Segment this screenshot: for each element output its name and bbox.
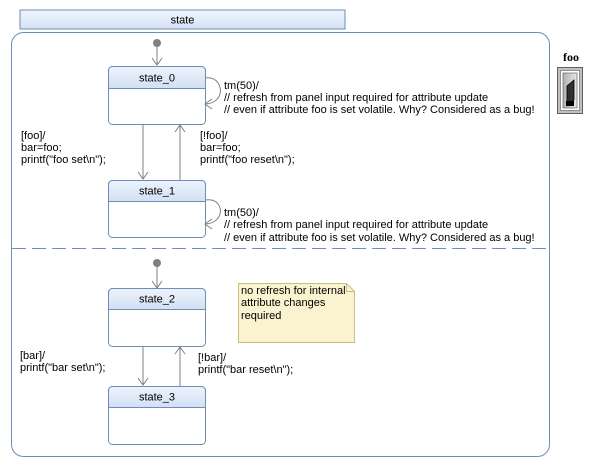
state-state_2[interactable]: state_2 (108, 288, 206, 347)
transition-s1-self[interactable] (204, 199, 221, 225)
state_3-label: state_3 (139, 392, 175, 404)
foo-switch[interactable] (557, 67, 583, 114)
state_1-label: state_1 (139, 186, 175, 198)
statechart-title: state (171, 15, 195, 27)
foo-switch-label: foo (563, 50, 579, 64)
state_0-label: state_0 (139, 73, 175, 85)
transition-s0-self[interactable] (204, 77, 221, 105)
s0-to-s1-guard: [foo]/ (21, 130, 46, 142)
state-state_0[interactable]: state_0 (108, 66, 206, 125)
s3-to-s2-action: printf("bar reset\n"); (198, 364, 293, 376)
s0-self-trigger: tm(50)/ (224, 80, 260, 92)
s2-to-s3-guard: [bar]/ (20, 350, 46, 362)
note-line-3: required (241, 310, 281, 322)
s0-self-comment-2: // even if attribute foo is set volatile… (224, 104, 535, 116)
state-state_1[interactable]: state_1 (108, 180, 206, 238)
initial-node-region1[interactable] (153, 39, 161, 47)
s0-self-comment-1: // refresh from panel input required for… (224, 92, 488, 104)
s1-to-s0-action-1: bar=foo; (200, 142, 241, 154)
note-line-2: attribute changes (241, 297, 326, 309)
s1-self-trigger: tm(50)/ (224, 207, 260, 219)
note[interactable]: no refresh for internal attribute change… (238, 283, 355, 343)
statechart-title-box[interactable] (19, 9, 346, 30)
s1-to-s0-action-2: printf("foo reset\n"); (200, 154, 295, 166)
s1-to-s0-guard: [!foo]/ (200, 130, 228, 142)
s3-to-s2-guard: [!bar]/ (198, 352, 227, 364)
state-state_3[interactable]: state_3 (108, 386, 206, 445)
s0-to-s1-action-2: printf("foo set\n"); (21, 154, 106, 166)
s2-to-s3-action: printf("bar set\n"); (20, 362, 105, 374)
s1-self-comment-2: // even if attribute foo is set volatile… (224, 232, 535, 244)
note-line-1: no refresh for internal (241, 285, 346, 297)
initial-node-region2[interactable] (153, 259, 161, 267)
state_2-label: state_2 (139, 294, 175, 306)
composite-state-region[interactable] (11, 32, 550, 457)
s1-self-comment-1: // refresh from panel input required for… (224, 219, 488, 231)
s0-to-s1-action-1: bar=foo; (21, 142, 62, 154)
